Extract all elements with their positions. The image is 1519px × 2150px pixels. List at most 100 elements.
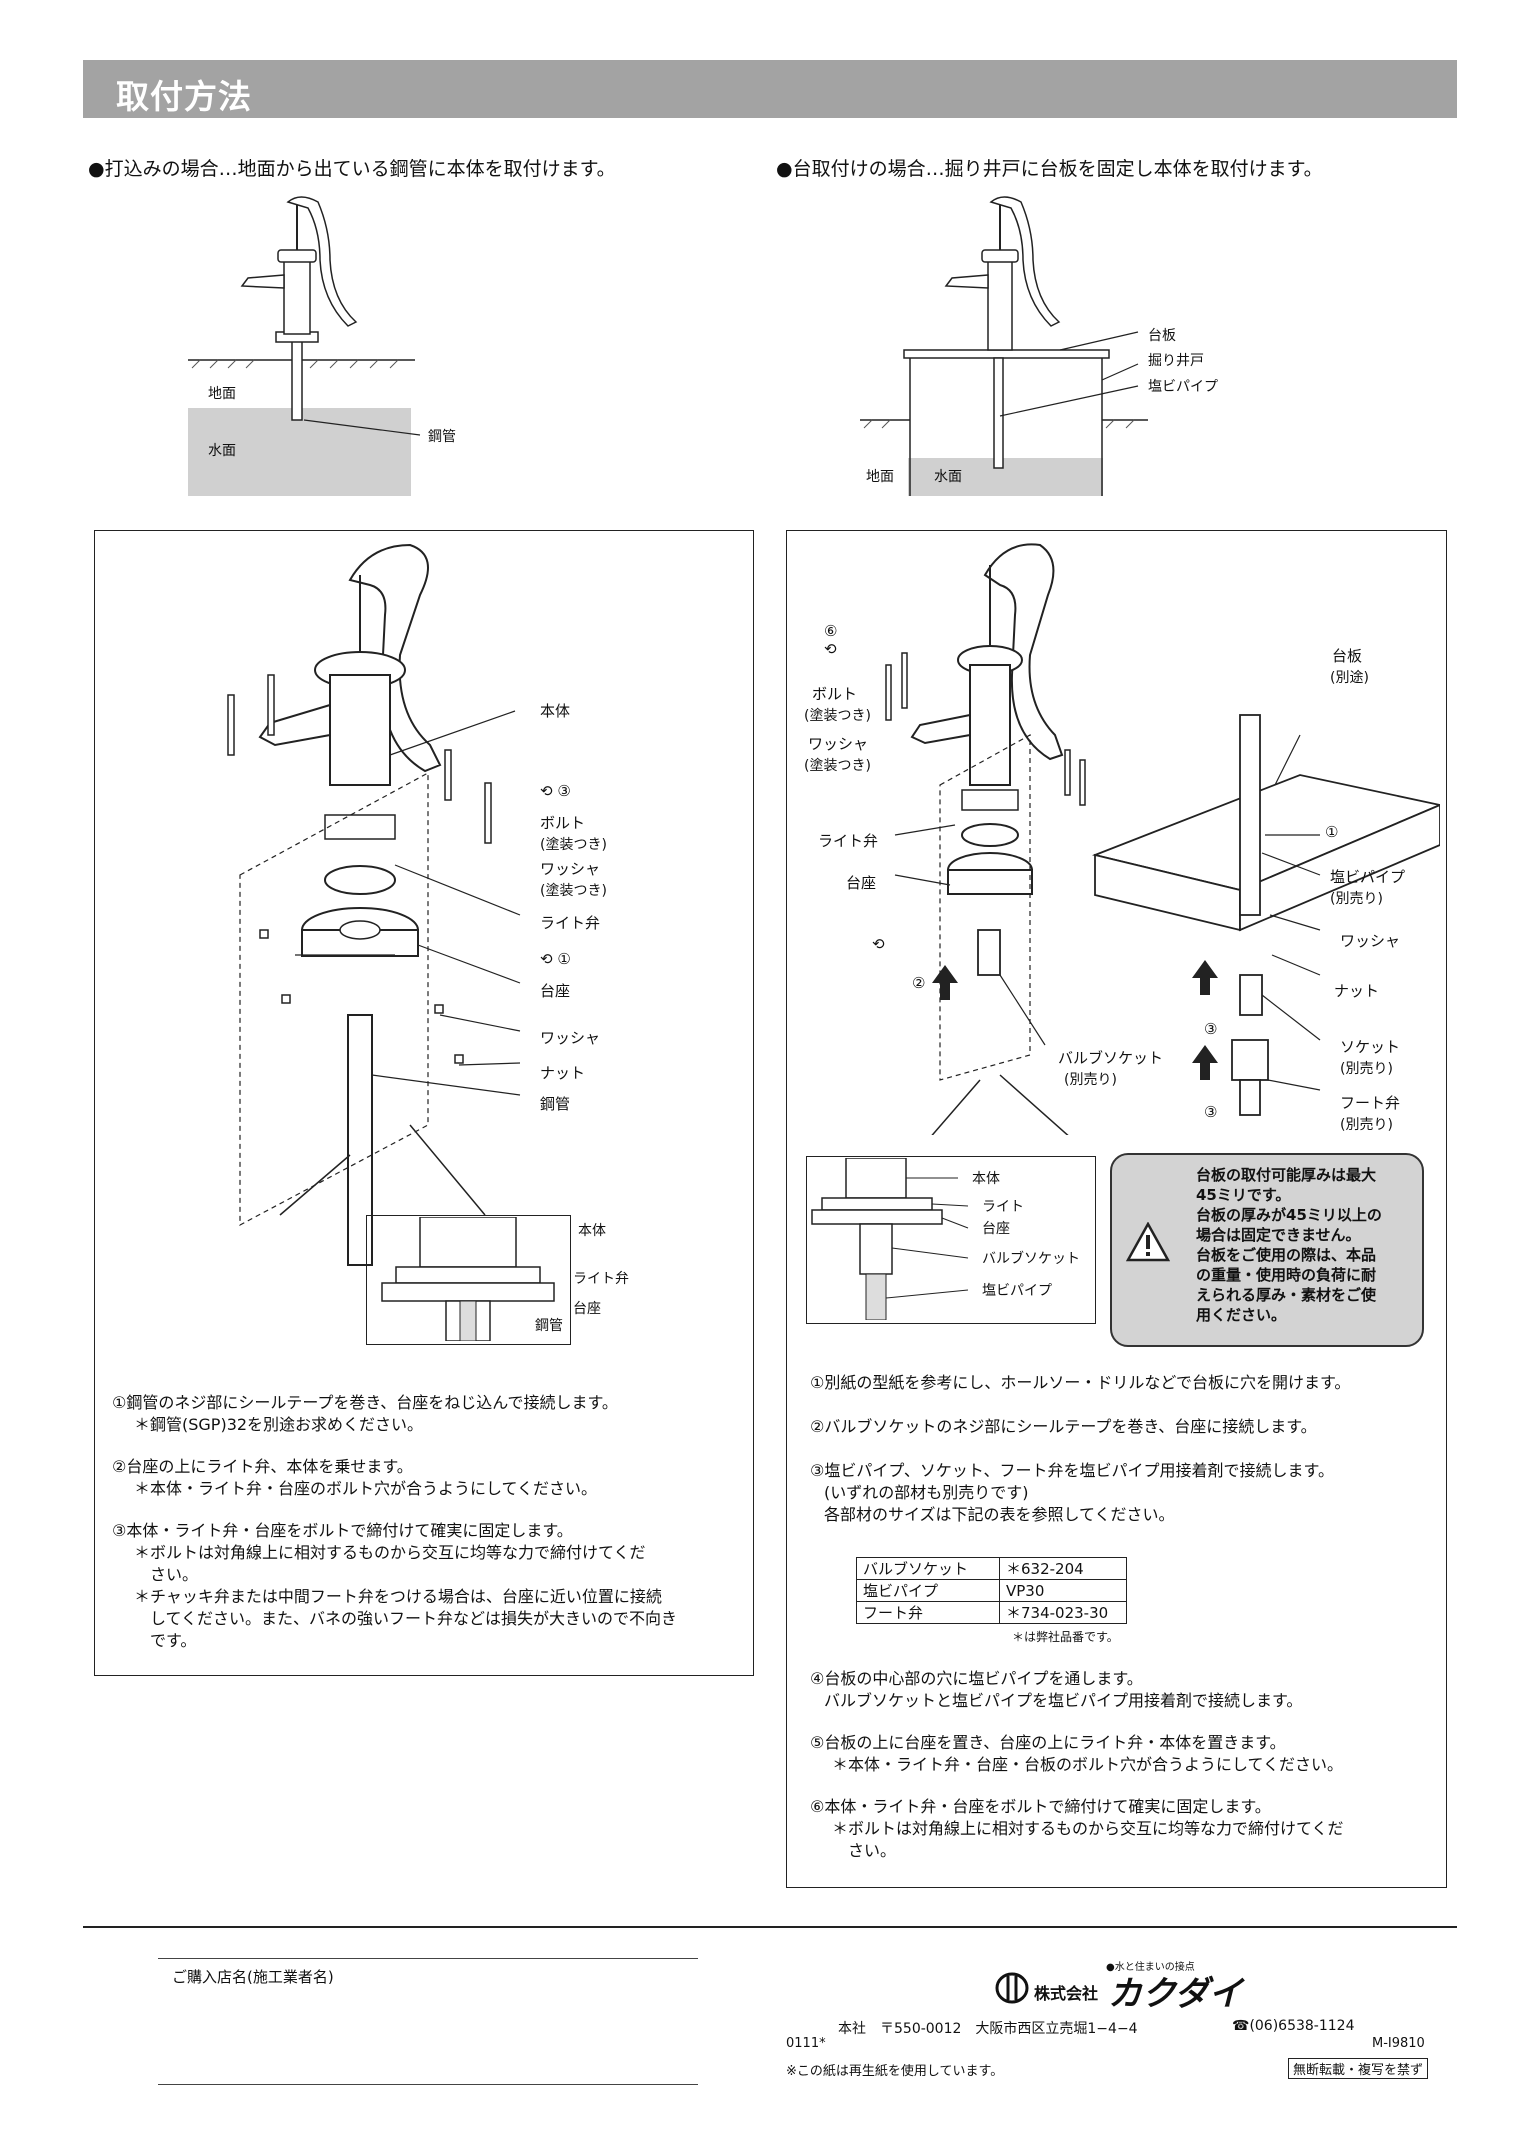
left-washer-coated-note: (塗装つき) [540,883,607,899]
right-bolt-note: (塗装つき) [804,708,871,724]
store-label: ご購入店名(施工業者名) [172,1968,334,1986]
right-board-label: 台板 [1148,328,1176,344]
right-inst-4: ④台板の中心部の穴に塩ビパイプを通します。 バルブソケットと塩ビパイプを塩ビパイ… [810,1669,1303,1710]
left-instruction-box [94,530,754,1676]
left-step3-icon: ⟲ ③ [540,782,571,800]
right-step6-icon: ⑥⟲ [824,622,838,658]
right-overview-illustration [860,196,1148,496]
right-pvc-label: 塩ビパイプ [1148,379,1218,395]
table-row: バルブソケット＊632-204 [856,1557,1127,1580]
left-bolt-label: ボルト [540,814,586,832]
left-instructions: ①鋼管のネジ部にシールテープを巻き、台座をねじ込んで接続します。 ＊鋼管(SGP… [112,1392,677,1652]
footer-divider [83,1926,1457,1928]
right-step1-num: ① [1325,823,1339,841]
code-right: M-I9810 [1372,2036,1425,2051]
left-step3-num: ③ [557,782,571,800]
left-ground-label: 地面 [208,386,236,402]
code-left: 0111* [786,2036,826,2051]
left-section-title: ●打込みの場合…地面から出ている鋼管に本体を取付けます。 [88,158,616,180]
right-step2-num: ② [912,974,926,992]
right-water-label: 水面 [934,469,962,485]
right-detail-pvc: 塩ビパイプ [982,1283,1052,1299]
left-detail-light-valve: ライト弁 [573,1271,629,1287]
right-instruction-box [786,530,1447,1888]
right-step3b-num: ③ [1204,1103,1218,1121]
right-inst-3: ③塩ビパイプ、ソケット、フート弁を塩ビパイプ用接着剤で接続します。 (いずれの部… [810,1461,1334,1524]
right-section-title: ●台取付けの場合…掘り井戸に台板を固定し本体を取付けます。 [776,158,1323,180]
right-light-valve-label: ライト弁 [818,832,879,850]
left-overview-illustration [188,196,421,496]
right-washer2-label: ワッシャ [1340,932,1401,950]
right-valve-socket-label: バルブソケット [1058,1049,1164,1067]
pump-body [329,674,391,786]
left-detail-illustration [381,1217,555,1341]
company-phone: ☎(06)6538-1124 [1232,2018,1355,2034]
water-area [908,458,1103,496]
left-bolt-note: (塗装つき) [540,837,607,853]
left-light-valve-label: ライト弁 [540,914,601,932]
company-prefix: 株式会社 [1034,1984,1099,2003]
left-step1-icon: ⟲ ① [540,950,571,968]
left-steel-pipe-label: 鋼管 [540,1095,571,1113]
left-washer-coated-label: ワッシャ [540,860,601,878]
company-logo-icon [995,1972,1029,2004]
right-well-label: 掘り井戸 [1148,353,1204,369]
table-note: ＊は弊社品番です。 [1012,1630,1119,1644]
store-line-bottom [158,2084,698,2085]
recycle-note: ※この紙は再生紙を使用しています。 [786,2064,1004,2079]
company-tagline: ●水と住まいの接点 [1106,1962,1195,1973]
light-valve [324,865,396,895]
right-socket-label: ソケット [1340,1038,1401,1056]
right-washer-label: ワッシャ [808,735,869,753]
left-nut-label: ナット [540,1064,586,1082]
left-step1-num: ① [557,950,571,968]
left-inst-3: ③本体・ライト弁・台座をボルトで締付けて確実に固定します。 ＊ボルトは対角線上に… [112,1521,678,1650]
left-detail-base: 台座 [573,1301,601,1317]
right-pvc-note: (別売り) [1330,891,1383,907]
left-exploded-diagram [227,543,521,1266]
left-detail-steel-pipe: 鋼管 [535,1318,563,1334]
left-detail-body: 本体 [578,1223,606,1239]
left-body-label: 本体 [540,702,571,720]
right-washer-note: (塗装つき) [804,758,871,774]
right-detail-body: 本体 [972,1171,1000,1187]
right-base-label: 台座 [846,874,877,892]
right-nut-label: ナット [1334,982,1380,1000]
right-detail-illustration [811,1158,969,1320]
right-instructions: ①別紙の型紙を参考にし、ホールソー・ドリルなどで台板に穴を開けます。 ②バルブソ… [810,1372,1350,1526]
copyright-notice: 無断転載・複写を禁ず [1288,2058,1429,2079]
right-foot-valve-label: フート弁 [1340,1094,1401,1112]
warning-icon [1126,1222,1170,1262]
steel-pipe [347,1014,373,1266]
company-name: カクダイ [1108,1974,1243,2014]
pump-spout [258,703,331,747]
right-ground-label: 地面 [866,469,894,485]
right-inst-5: ⑤台板の上に台座を置き、台座の上にライト弁・本体を置きます。 ＊本体・ライト弁・… [810,1733,1344,1774]
left-pipe-label: 鋼管 [428,429,456,445]
page-title: 取付方法 [116,77,252,116]
right-valve-socket-note: (別売り) [1064,1072,1117,1088]
right-inst-2: ②バルブソケットのネジ部にシールテープを巻き、台座に接続します。 [810,1417,1317,1436]
right-rotate-icon: ⟲ [872,935,885,953]
right-bolt-label: ボルト [812,685,858,703]
right-detail-valve-socket: バルブソケット [982,1251,1080,1267]
right-exploded-diagram [885,543,1440,1135]
right-step3a-num: ③ [1204,1020,1218,1038]
left-inst-1: ①鋼管のネジ部にシールテープを巻き、台座をねじ込んで接続します。 ＊鋼管(SGP… [112,1393,618,1434]
valve-socket [977,929,1001,976]
left-inst-2: ②台座の上にライト弁、本体を乗せます。 ＊本体・ライト弁・台座のボルト穴が合うよ… [112,1457,598,1498]
right-board-label: 台板 [1332,647,1363,665]
right-inst-1: ①別紙の型紙を参考にし、ホールソー・ドリルなどで台板に穴を開けます。 [810,1373,1351,1392]
warning-text: 台板の取付可能厚みは最大 45ミリです。 台板の厚みが45ミリ以上の 場合は固定… [1196,1166,1382,1324]
right-board-note: (別途) [1330,670,1369,686]
right-detail-box [806,1156,1096,1324]
left-water-label: 水面 [208,443,236,459]
right-inst-6: ⑥本体・ライト弁・台座をボルトで締付けて確実に固定します。 ＊ボルトは対角線上に… [810,1797,1344,1860]
left-detail-box [366,1215,571,1345]
header-bar [83,60,1457,118]
left-washer-label: ワッシャ [540,1029,601,1047]
right-socket-note: (別売り) [1340,1061,1393,1077]
company-address: 本社 〒550-0012 大阪市西区立売堀1−4−4 [838,2021,1138,2037]
